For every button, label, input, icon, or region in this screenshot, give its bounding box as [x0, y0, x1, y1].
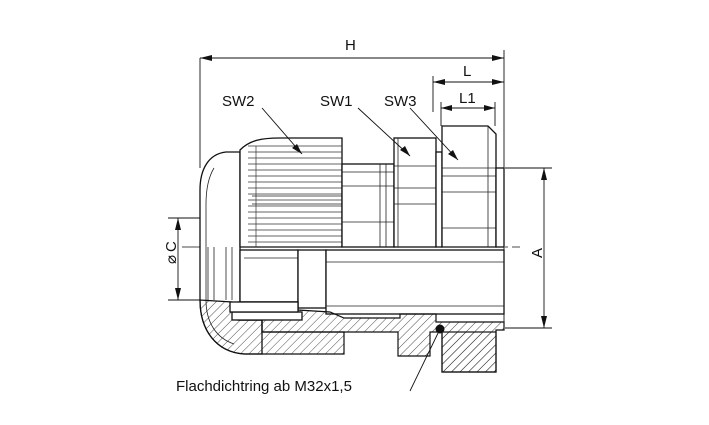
body-sleeve: [341, 163, 395, 248]
note-flat-sealing-ring: Flachdichtring ab M32x1,5: [176, 378, 352, 395]
label-diameter-c: ⌀C: [163, 241, 180, 264]
label-l1: L1: [459, 90, 476, 107]
inner-bore: [239, 249, 505, 315]
clamp-insert: [229, 301, 299, 313]
sw3-lock-nut: [441, 125, 504, 248]
label-sw2: SW2: [222, 93, 255, 110]
dimension-a: A: [505, 167, 552, 329]
label-a: A: [529, 248, 546, 258]
label-c: C: [163, 241, 180, 252]
flat-sealing-ring: [435, 151, 443, 248]
label-h: H: [345, 37, 356, 54]
sw1-hex: [393, 137, 437, 248]
label-sw1: SW1: [320, 93, 353, 110]
lock-nut-section: [441, 331, 497, 373]
diameter-symbol: ⌀: [163, 255, 180, 264]
dimension-l: L: [432, 63, 504, 112]
dimension-l1: L1: [440, 90, 496, 126]
label-sw3: SW3: [384, 93, 417, 110]
knurl-lines: [248, 145, 342, 247]
threaded-stem: [495, 167, 505, 248]
leaders: [261, 107, 459, 392]
seal-insert-strip: [231, 311, 303, 321]
label-l: L: [463, 63, 471, 80]
sw2-knurled-nut: [239, 137, 343, 248]
